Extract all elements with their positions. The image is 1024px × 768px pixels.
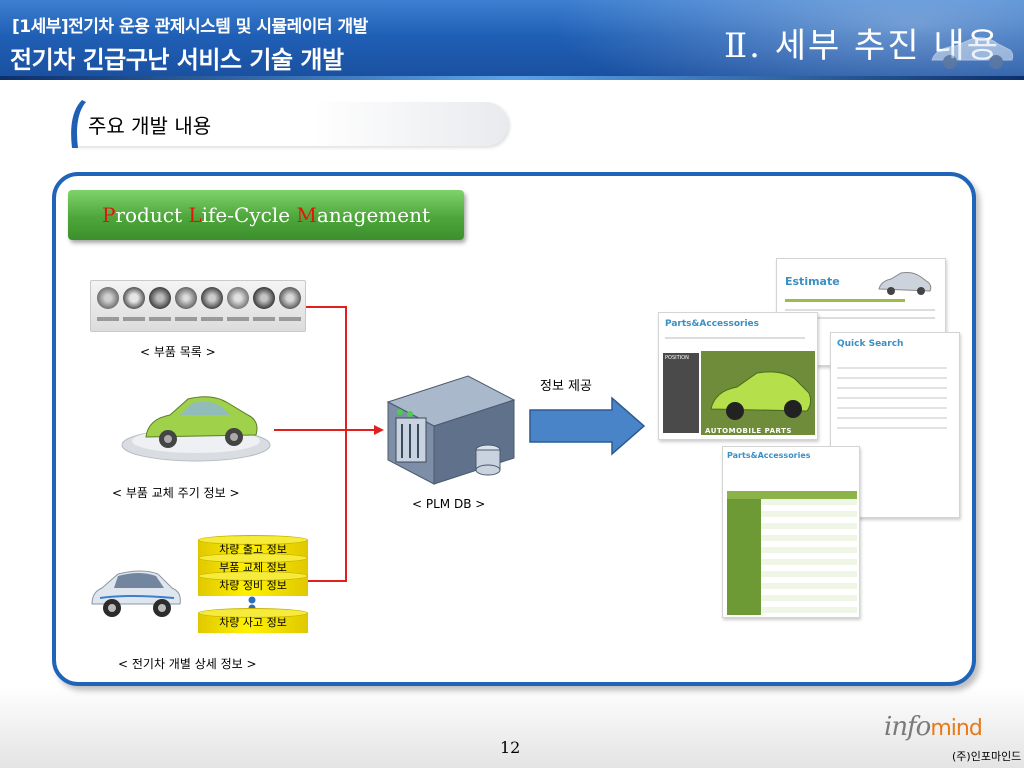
header-subtitle: [1세부]전기차 운용 관제시스템 및 시뮬레이터 개발 bbox=[12, 17, 368, 37]
info-cylinder: 부품 교체 정보 bbox=[198, 553, 308, 578]
plm-word-lifecycle: ife-Cycle bbox=[201, 203, 297, 227]
slide-header: [1세부]전기차 운용 관제시스템 및 시뮬레이터 개발 전기차 긴급구난 서비… bbox=[0, 0, 1024, 80]
heading-accent-icon bbox=[71, 100, 86, 148]
plm-letter-p: P bbox=[101, 203, 116, 227]
green-car-banner bbox=[701, 351, 815, 435]
part-thumbnail bbox=[201, 287, 223, 309]
parts-table-screenshot: Parts&Accessories bbox=[722, 446, 860, 618]
info-cylinder: 차량 정비 정보 bbox=[198, 571, 308, 596]
ev-detail-caption: < 전기차 개별 상세 정보 > bbox=[118, 657, 257, 671]
cylinder-label: 부품 교체 정보 bbox=[219, 561, 287, 574]
logo-text-mind: mind bbox=[930, 716, 982, 741]
part-label-mark bbox=[227, 317, 249, 321]
header-car-icon bbox=[931, 37, 1014, 69]
footer-band bbox=[0, 686, 1024, 768]
banner-text: AUTOMOBILE PARTS bbox=[705, 427, 792, 435]
part-thumbnail bbox=[149, 287, 171, 309]
plm-database-server-icon bbox=[386, 375, 516, 485]
info-provision-label: 정보 제공 bbox=[540, 379, 592, 394]
position-panel: POSITION bbox=[663, 353, 699, 433]
section-heading-text: 주요 개발 내용 bbox=[88, 114, 212, 138]
plm-letter-l: L bbox=[188, 203, 202, 227]
header-title: 전기차 긴급구난 서비스 기술 개발 bbox=[10, 46, 344, 74]
page-number: 12 bbox=[500, 738, 521, 757]
info-cylinder: 차량 사고 정보 bbox=[198, 608, 308, 633]
part-label-mark bbox=[97, 317, 119, 321]
heading-bar bbox=[72, 102, 508, 146]
position-label: POSITION bbox=[665, 355, 689, 361]
company-name: (주)인포마인드 bbox=[952, 750, 1022, 763]
parts-catalog-image bbox=[90, 280, 306, 332]
car-lifecycle-image bbox=[121, 396, 271, 462]
part-label-mark bbox=[253, 317, 275, 321]
part-thumbnail bbox=[97, 287, 119, 309]
part-label-mark bbox=[149, 317, 171, 321]
part-label-mark bbox=[279, 317, 301, 321]
plm-word-management: anagement bbox=[316, 203, 430, 227]
estimate-title: Estimate bbox=[785, 275, 840, 288]
section-heading: 주요 개발 내용 bbox=[64, 100, 510, 150]
part-thumbnail bbox=[175, 287, 197, 309]
parts-accessories-page-screenshot: Parts&Accessories POSITION AUTOMOBILE PA… bbox=[658, 312, 818, 440]
cylinder-label: 차량 사고 정보 bbox=[219, 616, 287, 629]
part-thumbnail bbox=[123, 287, 145, 309]
ev-car-image bbox=[91, 570, 181, 617]
part-thumbnail bbox=[279, 287, 301, 309]
part-label-mark bbox=[123, 317, 145, 321]
part-label-mark bbox=[175, 317, 197, 321]
company-logo: infomind bbox=[884, 712, 983, 742]
parts-page-title: Parts&Accessories bbox=[665, 319, 760, 329]
part-thumbnail bbox=[227, 287, 249, 309]
plm-db-caption: < PLM DB > bbox=[412, 497, 486, 511]
quicksearch-title: Quick Search bbox=[837, 339, 904, 349]
part-label-mark bbox=[201, 317, 223, 321]
cylinder-label: 차량 정비 정보 bbox=[219, 579, 287, 592]
lifecycle-caption: < 부품 교체 주기 정보 > bbox=[112, 486, 240, 500]
parts-table-title: Parts&Accessories bbox=[727, 451, 811, 460]
estimate-car-icon bbox=[878, 272, 932, 295]
logo-text: info bbox=[884, 712, 931, 742]
plm-letter-m: M bbox=[296, 203, 317, 227]
cylinder-label: 차량 출고 정보 bbox=[219, 543, 287, 556]
info-cylinder: 차량 출고 정보 bbox=[198, 535, 308, 560]
part-thumbnail bbox=[253, 287, 275, 309]
parts-caption: < 부품 목록 > bbox=[140, 345, 216, 359]
header-glow bbox=[520, 0, 1024, 80]
parts-website-screenshots: Estimate Quick Search Parts&Accessories … bbox=[652, 258, 960, 620]
provision-arrow-icon bbox=[529, 396, 646, 456]
header-stripe bbox=[0, 76, 1024, 80]
plm-word-product: roduct bbox=[115, 203, 189, 227]
